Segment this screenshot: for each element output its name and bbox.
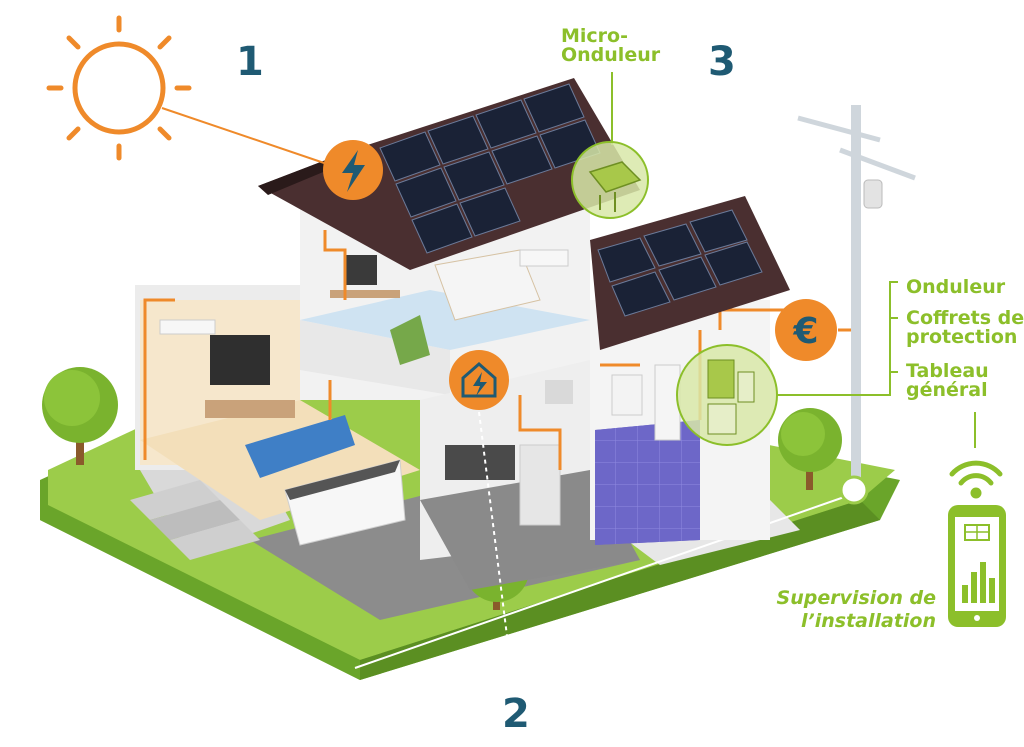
protection-boxes-label: Coffrets de protection (906, 309, 1024, 347)
step-number-2: 2 (502, 694, 530, 734)
inverter-label: Onduleur (906, 278, 1005, 297)
micro-inverter-label-line2: Onduleur (561, 46, 660, 65)
protection-boxes-label-line2: protection (906, 328, 1024, 347)
step-number-3: 3 (708, 42, 736, 82)
supervision-label: Supervision de l’installation (777, 587, 936, 633)
supervision-label-line1: Supervision de (777, 587, 936, 610)
euro-icon: € (775, 299, 837, 361)
sun-icon (49, 18, 330, 165)
micro-inverter-label: Micro- Onduleur (561, 27, 660, 65)
smartphone-icon (948, 505, 1006, 627)
main-panel-label-line2: général (906, 381, 989, 400)
supervision-label-line2: l’installation (777, 610, 936, 633)
main-panel-label: Tableau général (906, 362, 989, 400)
lightning-badge-icon (323, 140, 383, 200)
svg-text:€: € (792, 311, 818, 352)
wifi-icon (952, 463, 1000, 496)
step-number-1: 1 (236, 42, 264, 82)
